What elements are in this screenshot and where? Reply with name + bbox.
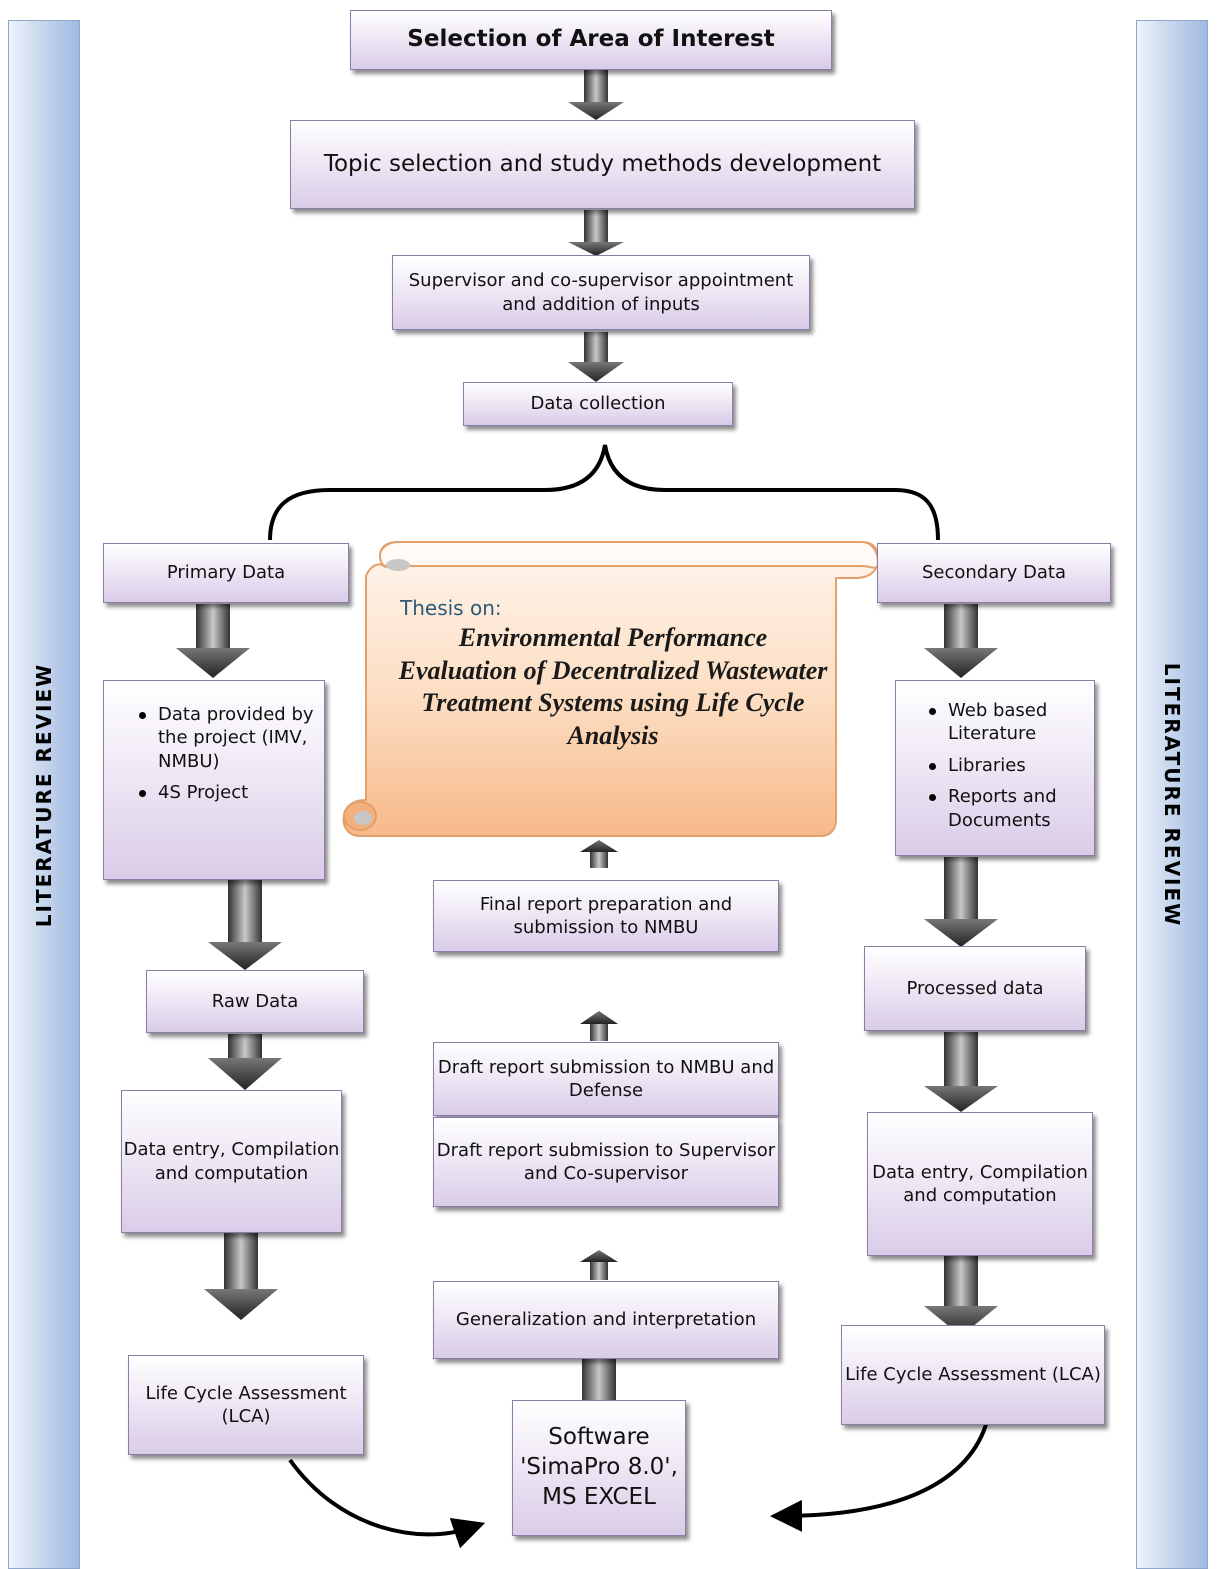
software-box: Software 'SimaPro 8.0', MS EXCEL — [512, 1400, 686, 1536]
arrow-down-secondary-4 — [924, 1256, 998, 1336]
arrow-down-1 — [568, 70, 624, 120]
arrow-up-4 — [580, 840, 618, 868]
curved-arrow-right — [770, 1407, 992, 1532]
thesis-text: Thesis on: Environmental Performance Eva… — [398, 596, 828, 752]
branch-brace — [268, 444, 940, 541]
secondary-lca-box: Life Cycle Assessment (LCA) — [841, 1325, 1105, 1425]
secondary-sources-box: Web based Literature Libraries Reports a… — [895, 680, 1095, 856]
step-supervisor: Supervisor and co-supervisor appointment… — [392, 255, 810, 330]
primary-data-box: Primary Data — [103, 543, 349, 603]
thesis-title: Environmental Performance Evaluation of … — [398, 623, 828, 750]
arrow-down-primary-raw — [208, 1034, 282, 1090]
final-report-box: Final report preparation and submission … — [433, 880, 779, 952]
processed-data-box: Processed data — [864, 946, 1086, 1031]
list-item: Libraries — [924, 754, 1088, 777]
arrow-down-secondary-1 — [924, 604, 998, 678]
primary-data-entry-box: Data entry, Compilation and computation — [121, 1090, 342, 1233]
primary-sources-box: Data provided by the project (IMV, NMBU)… — [103, 680, 325, 880]
arrow-down-secondary-3 — [924, 1032, 998, 1112]
step-data-collection: Data collection — [463, 382, 733, 426]
thesis-label: Thesis on: — [400, 596, 502, 620]
list-item: Web based Literature — [924, 699, 1088, 746]
generalization-box: Generalization and interpretation — [433, 1281, 779, 1359]
literature-review-bar-right: LITERATURE REVIEW — [1136, 20, 1208, 1569]
arrow-down-3 — [568, 332, 624, 382]
secondary-data-entry-box: Data entry, Compilation and computation — [867, 1112, 1093, 1256]
secondary-sources-list: Web based Literature Libraries Reports a… — [924, 699, 1088, 840]
raw-data-box: Raw Data — [146, 970, 364, 1033]
curved-arrow-left — [288, 1458, 486, 1549]
arrow-down-primary-2 — [208, 880, 282, 970]
draft-defense-box: Draft report submission to NMBU and Defe… — [433, 1042, 779, 1116]
list-item: 4S Project — [134, 781, 314, 804]
primary-sources-list: Data provided by the project (IMV, NMBU)… — [134, 703, 314, 813]
step-area-of-interest: Selection of Area of Interest — [350, 10, 832, 70]
thesis-scroll — [342, 541, 880, 837]
primary-lca-box: Life Cycle Assessment (LCA) — [128, 1355, 364, 1455]
step-topic-selection: Topic selection and study methods develo… — [290, 120, 915, 209]
arrow-down-primary-1 — [176, 604, 250, 678]
draft-supervisor-box: Draft report submission to Supervisor an… — [433, 1117, 779, 1207]
arrow-up-3 — [580, 1011, 618, 1041]
arrow-up-1 — [580, 1250, 618, 1280]
literature-review-bar-left: LITERATURE REVIEW — [8, 20, 80, 1569]
arrow-down-secondary-2 — [924, 857, 998, 947]
arrow-down-primary-entry — [204, 1233, 278, 1320]
list-item: Data provided by the project (IMV, NMBU) — [134, 703, 314, 773]
arrow-down-2 — [568, 210, 624, 256]
list-item: Reports and Documents — [924, 785, 1088, 832]
secondary-data-box: Secondary Data — [877, 543, 1111, 603]
